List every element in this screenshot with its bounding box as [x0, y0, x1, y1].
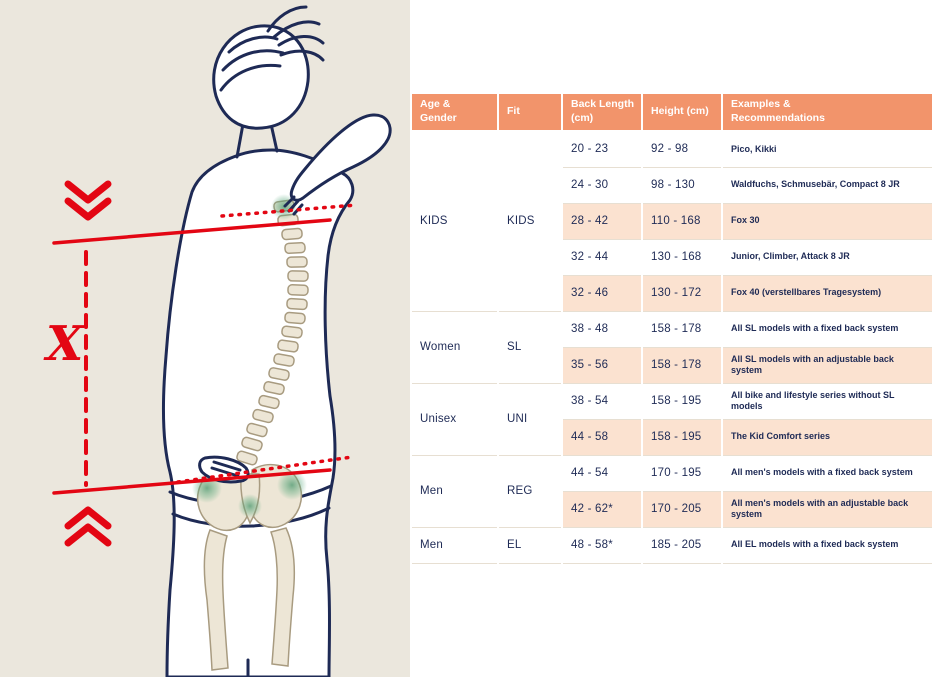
- back-length-illustration: X: [43, 5, 392, 677]
- fit-cell: KIDS: [497, 131, 562, 312]
- examples-cell: All men's models with a fixed back syste…: [721, 455, 932, 492]
- neck: [235, 122, 279, 159]
- examples-cell: All SL models with an adjustable back sy…: [721, 347, 932, 384]
- height-cell: 158 - 195: [641, 419, 722, 456]
- age-gender-cell: Men: [412, 455, 498, 528]
- age-gender-cell: Unisex: [412, 383, 498, 456]
- back-length-cell: 38 - 54: [561, 383, 642, 420]
- size-table: Age & Gender Fit Back Length (cm) Height…: [412, 94, 932, 564]
- examples-cell: All men's models with an adjustable back…: [721, 491, 932, 528]
- back-length-cell: 38 - 48: [561, 311, 642, 348]
- examples-cell: Fox 30: [721, 203, 932, 240]
- shoulder-line: [52, 218, 332, 245]
- fit-cell: EL: [497, 527, 562, 564]
- examples-cell: The Kid Comfort series: [721, 419, 932, 456]
- height-cell: 110 - 168: [641, 203, 722, 240]
- examples-cell: Pico, Kikki: [721, 131, 932, 168]
- back-length-cell: 35 - 56: [561, 347, 642, 384]
- top-arrow-icon: [64, 180, 112, 221]
- bottom-arrow-icon: [64, 506, 112, 547]
- illustration-panel: X: [0, 0, 410, 677]
- back-length-cell: 28 - 42: [561, 203, 642, 240]
- ponytail: [266, 5, 325, 62]
- col-age-gender: Age & Gender: [412, 94, 498, 132]
- header-row: Age & Gender Fit Back Length (cm) Height…: [412, 94, 932, 132]
- col-height: Height (cm): [641, 94, 722, 132]
- back-length-cell: 24 - 30: [561, 167, 642, 204]
- fit-cell: UNI: [497, 383, 562, 456]
- shoulder-dotted-line: [220, 203, 358, 218]
- x-length-label: X: [43, 316, 85, 372]
- height-cell: 158 - 178: [641, 347, 722, 384]
- height-cell: 158 - 178: [641, 311, 722, 348]
- height-cell: 98 - 130: [641, 167, 722, 204]
- col-fit: Fit: [497, 94, 562, 132]
- hip-line: [52, 468, 332, 495]
- examples-cell: Waldfuchs, Schmusebär, Compact 8 JR: [721, 167, 932, 204]
- examples-cell: All bike and lifestyle series without SL…: [721, 383, 932, 420]
- back-length-cell: 32 - 44: [561, 239, 642, 276]
- age-gender-cell: Men: [412, 527, 498, 564]
- back-length-measurement: X: [43, 180, 358, 547]
- height-cell: 158 - 195: [641, 383, 722, 420]
- height-cell: 185 - 205: [641, 527, 722, 564]
- height-cell: 92 - 98: [641, 131, 722, 168]
- table-header: Age & Gender Fit Back Length (cm) Height…: [412, 94, 932, 132]
- back-length-cell: 32 - 46: [561, 275, 642, 312]
- back-length-cell: 42 - 62*: [561, 491, 642, 528]
- iliac-marker-right: [277, 470, 307, 500]
- back-length-cell: 48 - 58*: [561, 527, 642, 564]
- fit-cell: SL: [497, 311, 562, 384]
- col-back-length: Back Length (cm): [561, 94, 642, 132]
- back-length-cell: 44 - 58: [561, 419, 642, 456]
- height-cell: 170 - 205: [641, 491, 722, 528]
- table-panel: Age & Gender Fit Back Length (cm) Height…: [412, 94, 932, 564]
- height-cell: 130 - 172: [641, 275, 722, 312]
- age-gender-cell: Women: [412, 311, 498, 384]
- raised-arm: [289, 113, 392, 202]
- examples-cell: Fox 40 (verstellbares Tragesystem): [721, 275, 932, 312]
- age-gender-cell: KIDS: [412, 131, 498, 312]
- head: [212, 5, 325, 130]
- height-cell: 170 - 195: [641, 455, 722, 492]
- hip-dotted-line: [176, 455, 354, 484]
- examples-cell: All EL models with a fixed back system: [721, 527, 932, 564]
- back-length-cell: 44 - 54: [561, 455, 642, 492]
- height-cell: 130 - 168: [641, 239, 722, 276]
- examples-cell: All SL models with a fixed back system: [721, 311, 932, 348]
- col-examples: Examples & Recommendations: [721, 94, 932, 132]
- sacrum-marker: [238, 494, 262, 518]
- fit-cell: REG: [497, 455, 562, 528]
- examples-cell: Junior, Climber, Attack 8 JR: [721, 239, 932, 276]
- back-length-cell: 20 - 23: [561, 131, 642, 168]
